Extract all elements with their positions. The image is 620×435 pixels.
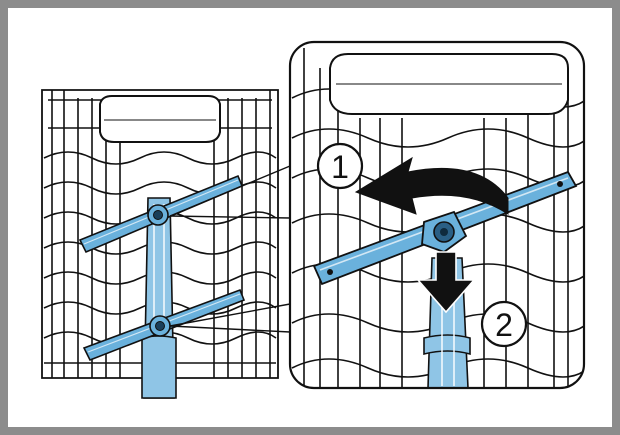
step-2-label: 2 (495, 307, 513, 343)
step-1-label: 1 (331, 149, 349, 185)
zoom-leader-lines (170, 166, 290, 332)
spray-tube (142, 198, 176, 398)
step-2-marker: 2 (482, 302, 526, 346)
step-1-marker: 1 (318, 144, 362, 188)
figure-frame: 1 2 (8, 8, 612, 427)
zoom-detail-panel (290, 42, 588, 388)
spray-arm-removal-illustration: 1 2 (8, 8, 612, 427)
